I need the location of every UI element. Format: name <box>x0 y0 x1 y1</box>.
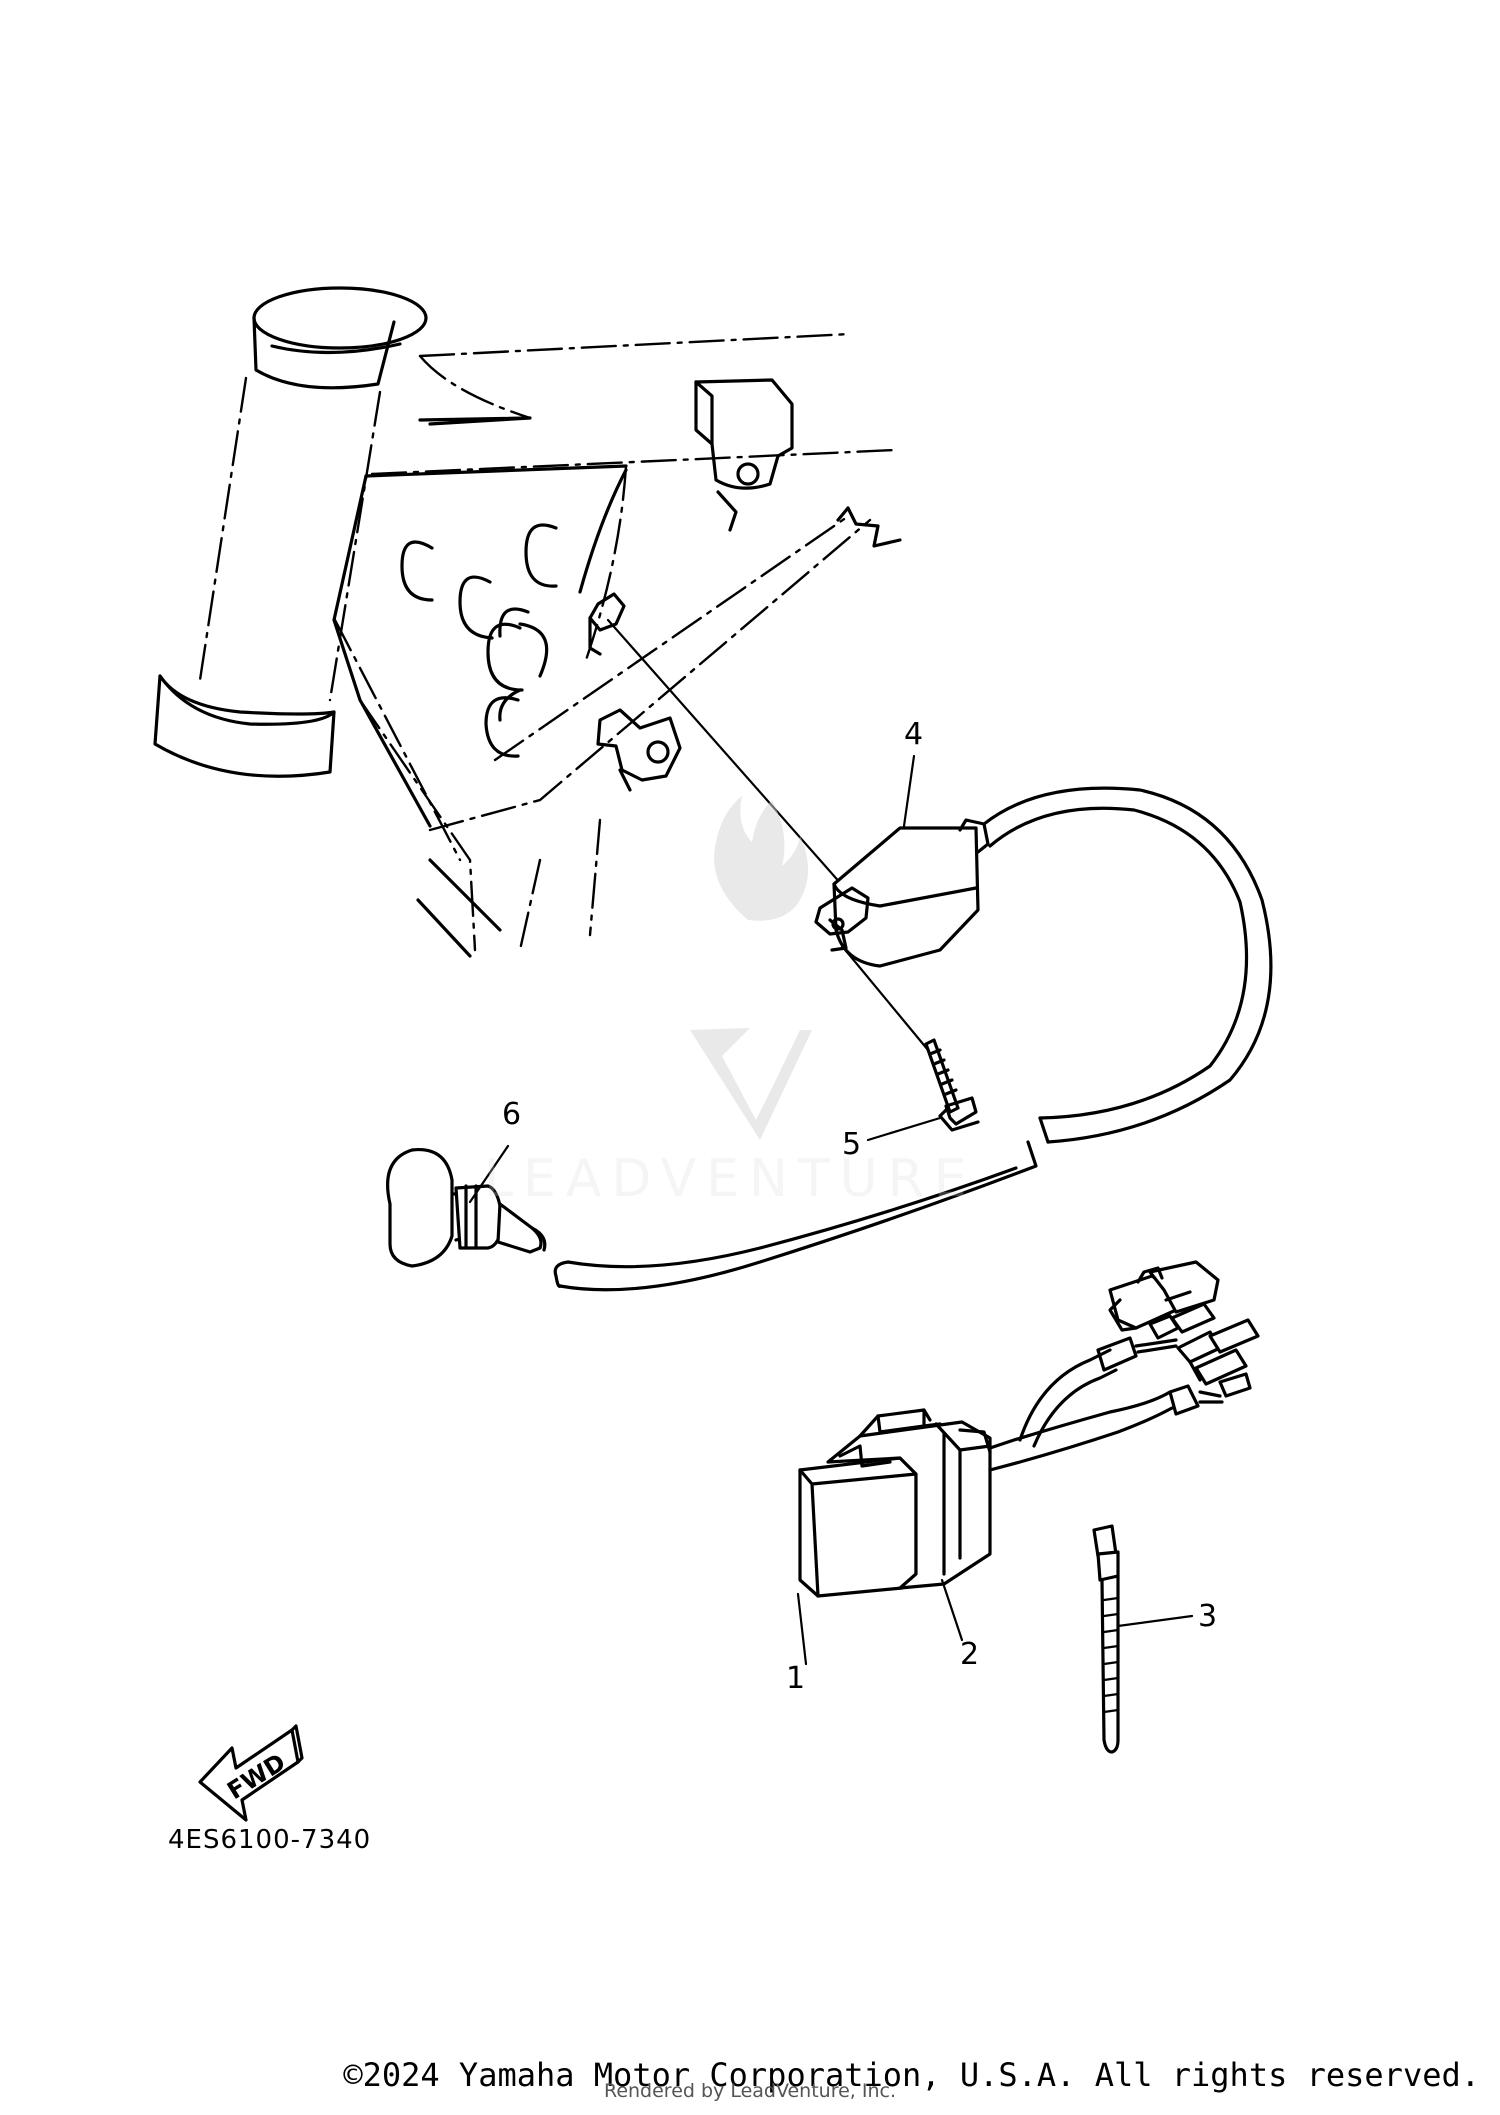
copyright-notice: ©2024 Yamaha Motor Corporation, U.S.A. A… <box>343 2056 1480 2094</box>
callout-2: 2 <box>960 1637 979 1672</box>
frame-lower-bracket <box>588 592 682 792</box>
spark-plug-cap <box>386 1147 547 1268</box>
leadventure-watermark: LEADVENTURE <box>484 796 977 1209</box>
cdi-terminals <box>1148 1302 1260 1398</box>
frame-top-rails <box>332 332 897 958</box>
callout-5: 5 <box>842 1127 861 1162</box>
callout-3: 3 <box>1198 1599 1217 1634</box>
callout-6: 6 <box>502 1097 521 1132</box>
callout-leaders <box>468 754 1194 1666</box>
callout-4: 4 <box>904 717 923 752</box>
frame-upper-bracket <box>694 378 902 548</box>
cdi-connector <box>1108 1260 1220 1332</box>
bolt-guide-line <box>840 944 930 1052</box>
fwd-arrow-icon: FWD <box>198 1724 304 1822</box>
ignition-coil-lead <box>553 786 1273 1292</box>
cdi-rubber-cover <box>826 1408 992 1590</box>
watermark-text: LEADVENTURE <box>484 1149 977 1209</box>
diagram-part-number: 4ES6100-7340 <box>168 1825 371 1855</box>
frame-gusset-holes <box>400 523 558 758</box>
ignition-coil <box>814 818 990 968</box>
frame-head-tube <box>153 286 428 778</box>
callout-1: 1 <box>786 1661 805 1696</box>
rendered-by-notice: Rendered by LeadVenture, Inc. <box>603 2080 897 2102</box>
mount-guide-line <box>606 618 882 930</box>
cdi-harness <box>988 1336 1224 1472</box>
cdi-unit <box>798 1456 918 1598</box>
flame-logo-icon <box>714 796 809 921</box>
cable-tie <box>1092 1524 1120 1754</box>
v-logo-icon <box>690 1028 812 1140</box>
bolt <box>924 1038 980 1132</box>
